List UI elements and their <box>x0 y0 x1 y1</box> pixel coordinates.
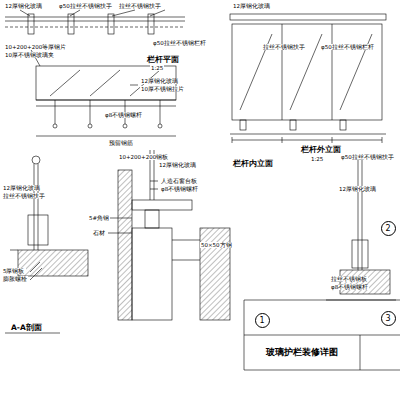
callout-number: 3 <box>385 314 390 323</box>
callout-note: 12厚钢化玻璃 <box>232 3 271 9</box>
callout-note: 12厚钢化玻璃 <box>338 186 377 192</box>
callout-note: 10+200+200等厚钢片 <box>4 44 67 50</box>
callout-note: 拉丝不锈钢板 <box>330 276 368 282</box>
callout-note: 拉丝不锈钢扶手 <box>2 193 46 199</box>
callout-note: 预留钢筋 <box>108 140 134 146</box>
callout-note: 10厚不锈钢玻璃夹 <box>4 52 55 58</box>
callout-note: 膨胀螺栓 <box>2 276 28 282</box>
drawing-title: 玻璃护栏装修详图 <box>266 346 338 359</box>
callout-number: 1 <box>259 316 264 325</box>
callout-note: 12厚钢化玻璃 <box>2 185 41 191</box>
view-title: 栏杆外立面 <box>300 146 342 154</box>
view-title: 栏杆平面 <box>146 56 180 64</box>
callout-note: 5厚钢板 <box>2 268 26 274</box>
callout-note: φ50拉丝不锈钢栏杆 <box>320 44 375 50</box>
callout-note: 5#角钢 <box>88 215 110 221</box>
callout-note: 12厚钢化玻璃 <box>140 78 179 84</box>
detail-callout-circle: 2 <box>381 221 396 236</box>
callout-note: 拉丝不锈钢扶手 <box>262 44 306 50</box>
callout-note: φ50拉丝不锈钢扶手 <box>340 154 395 160</box>
callout-note: 10厚不锈钢拉片 <box>140 86 185 92</box>
callout-note: φ8不锈钢螺杆 <box>104 112 143 118</box>
callout-note: 10+200+200钢板 <box>118 154 169 160</box>
callout-note: 1:25 <box>310 156 324 162</box>
callout-note: 人造石窗台板 <box>160 178 198 184</box>
callout-number: 2 <box>385 224 390 233</box>
detail-callout-circle: 3 <box>381 311 396 326</box>
callout-note: 石材 <box>92 230 106 236</box>
view-title: 栏杆内立面 <box>232 160 274 168</box>
view-title: A-A剖面 <box>10 324 43 332</box>
callout-note: 12厚钢化玻璃 <box>4 3 43 9</box>
title-box: 玻璃护栏装修详图 <box>262 344 342 361</box>
callout-note: 50×50方钢 <box>200 242 233 248</box>
detail-callout-circle: 1 <box>255 313 270 328</box>
callout-note: 1:25 <box>150 65 164 71</box>
callout-note: φ8不锈钢螺杆 <box>330 284 369 290</box>
callout-note: φ50拉丝不锈钢扶手 <box>58 3 113 9</box>
callout-note: φ50拉丝不锈钢栏杆 <box>152 40 207 46</box>
callout-note: φ8不锈钢螺杆 <box>160 186 199 192</box>
callout-note: 拉丝不锈钢扶手 <box>118 3 162 9</box>
callout-note: 12厚钢化玻璃 <box>158 162 197 168</box>
